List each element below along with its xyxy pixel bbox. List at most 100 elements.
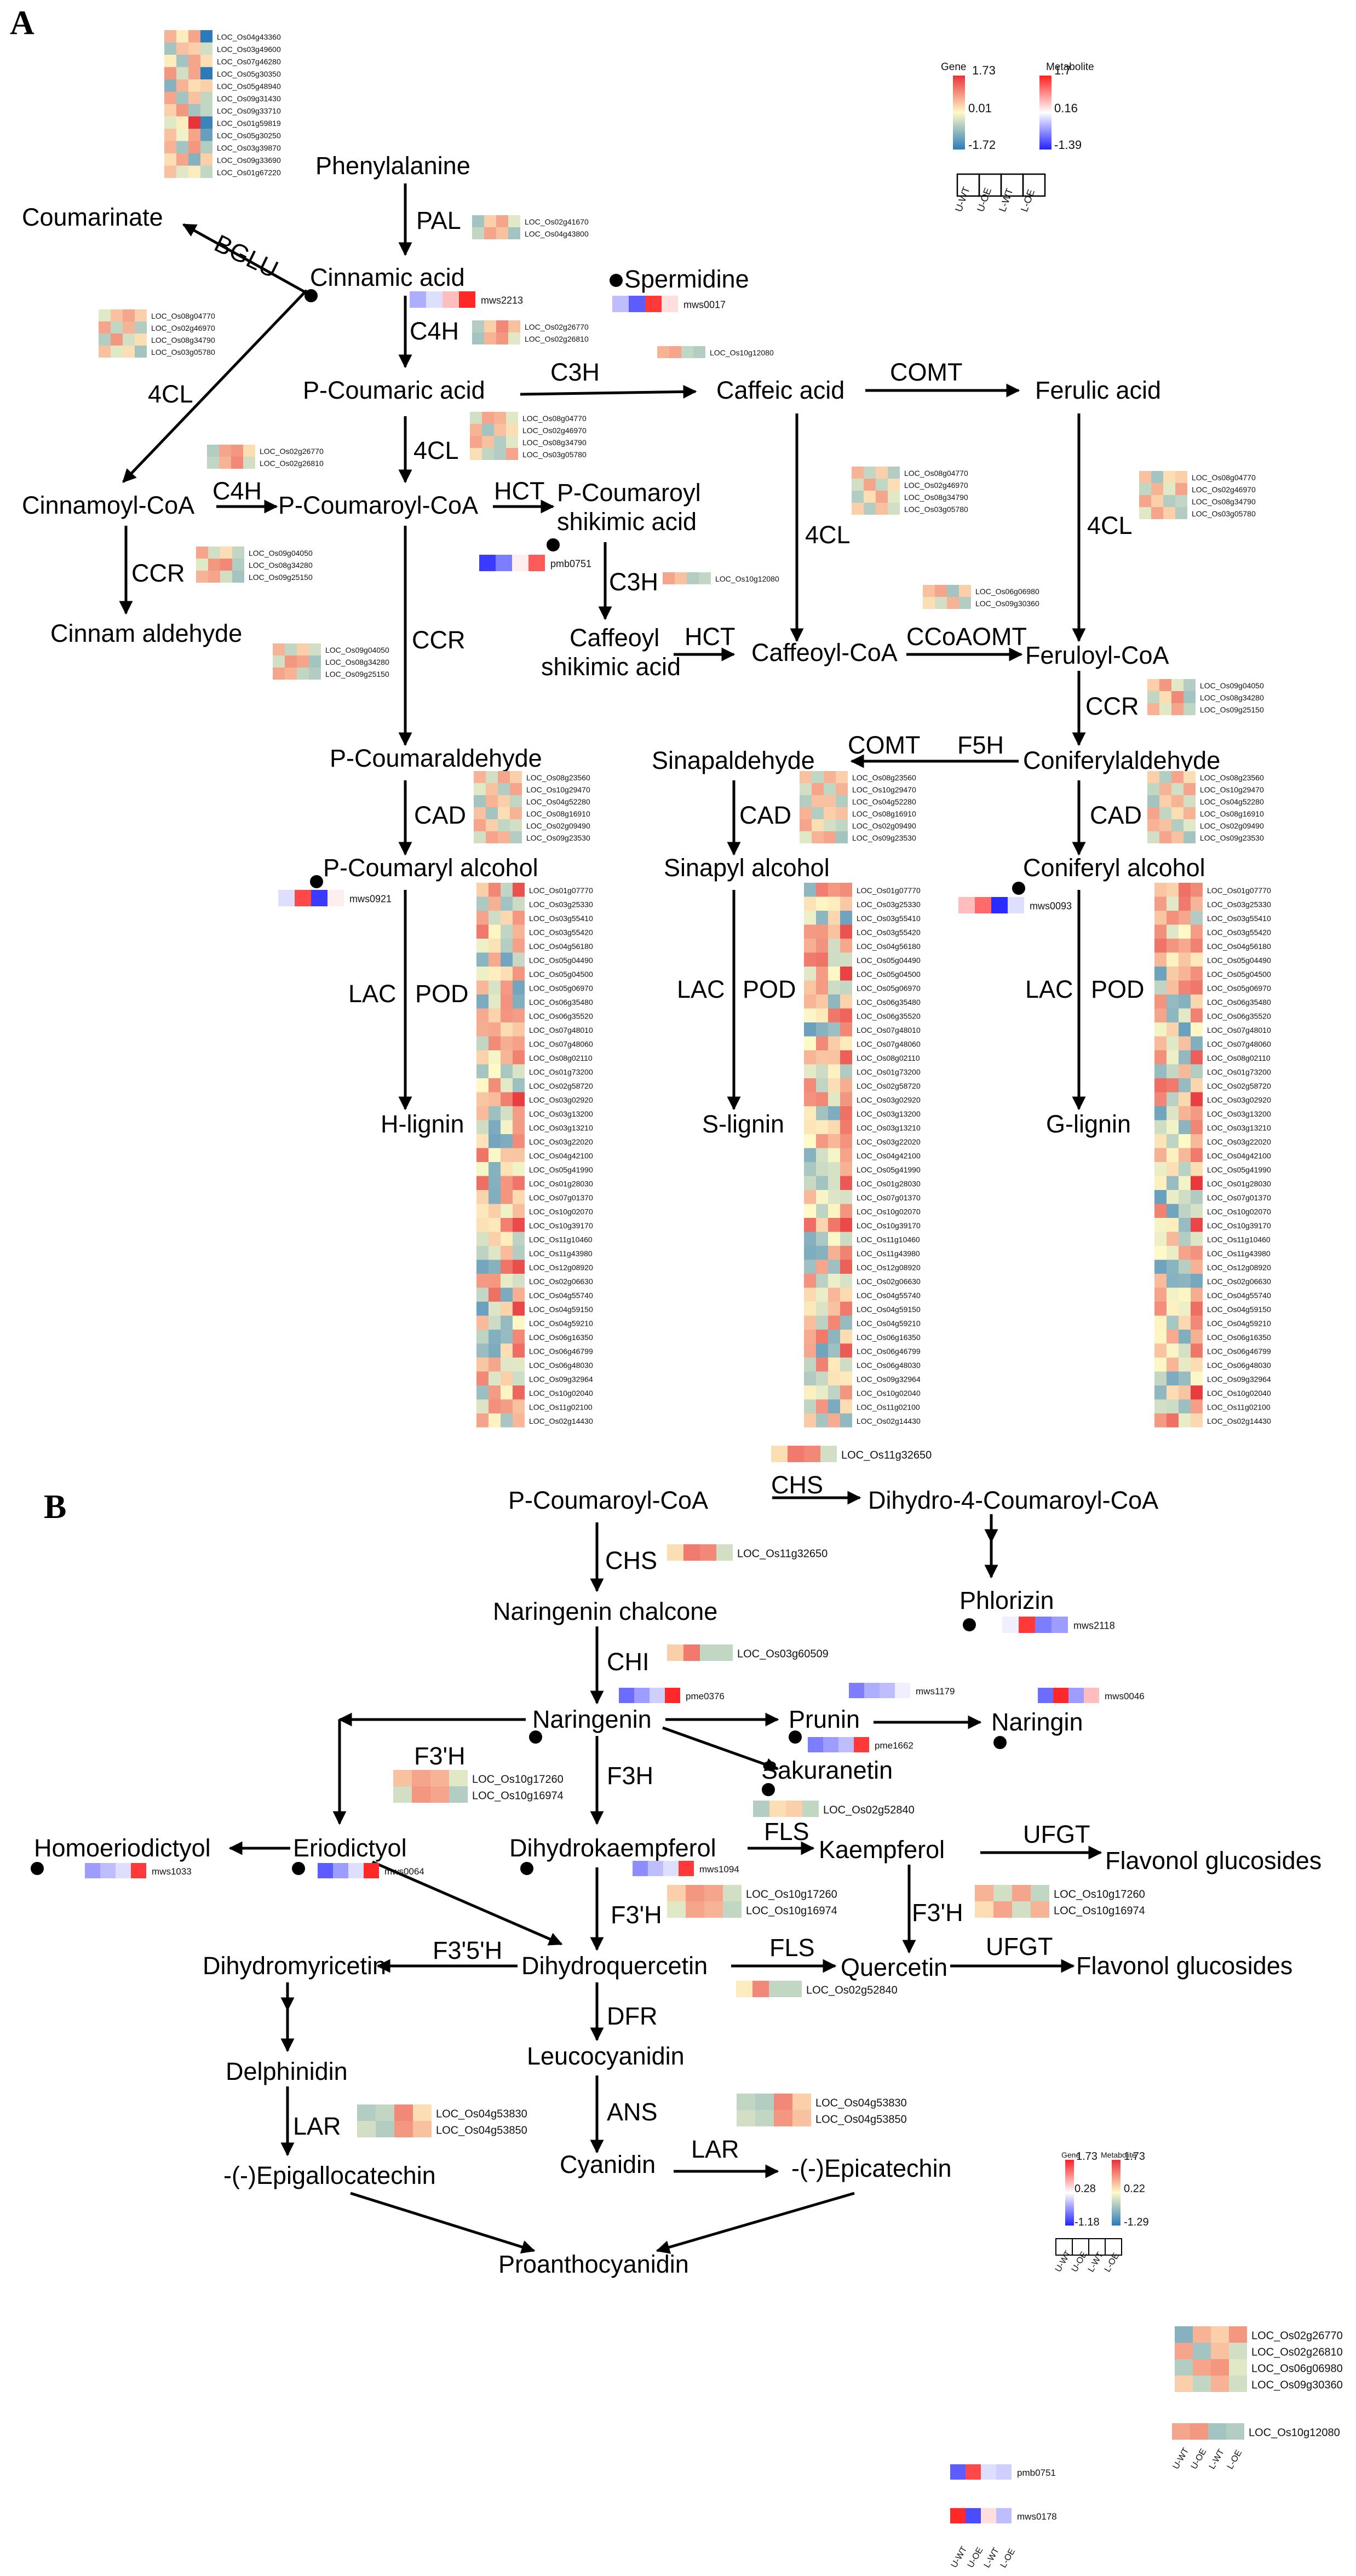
heatmap-cell bbox=[1154, 1246, 1167, 1260]
heatmap-cell bbox=[1154, 1008, 1167, 1022]
metabolite-cell bbox=[849, 1683, 864, 1698]
heatmap-cell bbox=[1179, 1064, 1191, 1078]
heatmap-cell bbox=[489, 1358, 501, 1372]
heatmap-cell bbox=[220, 559, 232, 571]
heatmap-cell bbox=[176, 79, 188, 92]
gene-label: LOC_Os06g35520 bbox=[1207, 1012, 1271, 1021]
gene-label: LOC_Os07g48060 bbox=[529, 1040, 593, 1049]
heatmap-cell bbox=[513, 1008, 525, 1022]
heatmap-cell bbox=[1191, 1162, 1203, 1176]
heatmap-cell bbox=[804, 980, 816, 994]
heatmap-cell bbox=[164, 129, 176, 141]
heatmap-cell bbox=[1139, 483, 1151, 495]
gene-label: LOC_Os02g26770 bbox=[1251, 2330, 1343, 2342]
heatmap-cell bbox=[737, 2094, 755, 2110]
metabolite-cell bbox=[311, 890, 327, 906]
heatmap-cell bbox=[816, 1190, 828, 1204]
heatmap-cell bbox=[888, 491, 900, 503]
heatmap-cell bbox=[840, 1162, 852, 1176]
heatmap-cell bbox=[1167, 1064, 1179, 1078]
heatmap-cell bbox=[188, 67, 200, 79]
heatmap-cell bbox=[1031, 1901, 1049, 1918]
heatmap-cell bbox=[687, 572, 699, 584]
heatmap-cell bbox=[123, 334, 135, 346]
gene-label: LOC_Os03g05780 bbox=[1192, 509, 1256, 518]
gene-label: LOC_Os10g39170 bbox=[1207, 1221, 1271, 1230]
heatmap-cell bbox=[513, 1413, 525, 1428]
heatmap-cell bbox=[1154, 1036, 1167, 1050]
heatmap-cell bbox=[489, 1022, 501, 1037]
enzyme-4cl-1: 4CL bbox=[148, 380, 193, 408]
enzyme-b-lar-1: LAR bbox=[293, 2112, 341, 2140]
heatmap-cell bbox=[1147, 703, 1159, 715]
heatmap-cell bbox=[840, 1358, 852, 1372]
gene-label: LOC_Os07g01370 bbox=[1207, 1193, 1271, 1202]
heatmap-cell bbox=[840, 1260, 852, 1274]
heatmap-cell bbox=[804, 1302, 816, 1316]
heatmap-cell bbox=[200, 153, 212, 166]
heatmap-cell bbox=[804, 924, 816, 939]
gene-label: LOC_Os11g43980 bbox=[857, 1249, 920, 1258]
heatmap-cell bbox=[1183, 783, 1196, 795]
heatmap-cell bbox=[489, 1036, 501, 1050]
heatmap-cell bbox=[501, 1162, 513, 1176]
heatmap-cell bbox=[1167, 952, 1179, 967]
node-b-sakuranetin: Sakuranetin bbox=[761, 1756, 893, 1784]
heatmap-cell bbox=[482, 424, 494, 436]
heatmap-cell bbox=[840, 1022, 852, 1037]
gene-label: LOC_Os05g04500 bbox=[857, 970, 921, 979]
gene-label: LOC_Os02g14430 bbox=[857, 1417, 921, 1425]
gene-label: LOC_Os01g07770 bbox=[529, 886, 593, 895]
heatmap-cell bbox=[489, 1343, 501, 1358]
heatmap-cell bbox=[1151, 471, 1163, 483]
heatmap-cell bbox=[188, 141, 200, 153]
gene-label: LOC_Os04g42100 bbox=[857, 1152, 921, 1160]
heatmap-B_FLS_2: LOC_Os02g52840 bbox=[736, 1981, 898, 1997]
heatmap-cell bbox=[1191, 1385, 1203, 1400]
heatmap-cell bbox=[394, 2121, 413, 2137]
gene-label: LOC_Os06g35480 bbox=[529, 998, 593, 1007]
heatmap-cell bbox=[923, 597, 935, 609]
heatmap-cell bbox=[476, 939, 489, 953]
heatmap-cell bbox=[876, 491, 888, 503]
node-b-quercetin: Quercetin bbox=[841, 1953, 947, 1981]
heatmap-cell bbox=[243, 445, 255, 457]
heatmap-cell bbox=[489, 1204, 501, 1218]
heatmap-cell bbox=[1154, 1022, 1167, 1037]
heatmap-cell bbox=[164, 30, 176, 43]
heatmap-cell bbox=[476, 1064, 489, 1078]
heatmap-cell bbox=[513, 1134, 525, 1148]
heatmap-cell bbox=[489, 1106, 501, 1120]
gene-label: LOC_Os09g25150 bbox=[249, 573, 313, 582]
heatmap-cell bbox=[510, 807, 522, 819]
heatmap-cell bbox=[836, 807, 848, 819]
heatmap-cell bbox=[840, 1399, 852, 1413]
heatmap-cell bbox=[1191, 1371, 1203, 1385]
heatmap-cell bbox=[1151, 507, 1163, 519]
heatmap-cell bbox=[513, 1260, 525, 1274]
heatmap-cell bbox=[864, 503, 876, 515]
node-b-cyanidin: Cyanidin bbox=[560, 2150, 656, 2178]
gene-label: LOC_Os10g16974 bbox=[1054, 1905, 1145, 1917]
heatmap-cell bbox=[176, 67, 188, 79]
legend-a: Gene Metabolite 1.73 0.01 -1.72 1.7 0.16… bbox=[941, 61, 1094, 213]
gene-label: LOC_Os10g39170 bbox=[529, 1221, 593, 1230]
gene-label: LOC_Os05g04500 bbox=[1207, 970, 1271, 979]
heatmap-cell bbox=[1171, 783, 1183, 795]
enzyme-comt-1: COMT bbox=[890, 358, 962, 386]
heatmap-cell bbox=[135, 309, 147, 321]
heatmap-cell bbox=[828, 1036, 840, 1050]
heatmap-cell bbox=[1167, 1358, 1179, 1372]
heatmap-cell bbox=[1154, 1371, 1167, 1385]
node-sinapyl-alcohol: Sinapyl alcohol bbox=[664, 854, 830, 882]
enzyme-b-fls-1: FLS bbox=[764, 1818, 809, 1845]
heatmap-cell bbox=[816, 1385, 828, 1400]
metabolite-cell bbox=[295, 890, 311, 906]
heatmap-cell bbox=[1179, 1315, 1191, 1330]
heatmap-cell bbox=[476, 1176, 489, 1190]
heatmap-cell bbox=[1183, 795, 1196, 807]
heatmap-cell bbox=[1171, 771, 1183, 783]
legend-b: Gene Metabolite 1.73 0.28 -1.18 1.73 0.2… bbox=[1054, 2150, 1149, 2274]
gene-label: LOC_Os02g58720 bbox=[529, 1082, 593, 1090]
heatmap-cell bbox=[1163, 507, 1175, 519]
